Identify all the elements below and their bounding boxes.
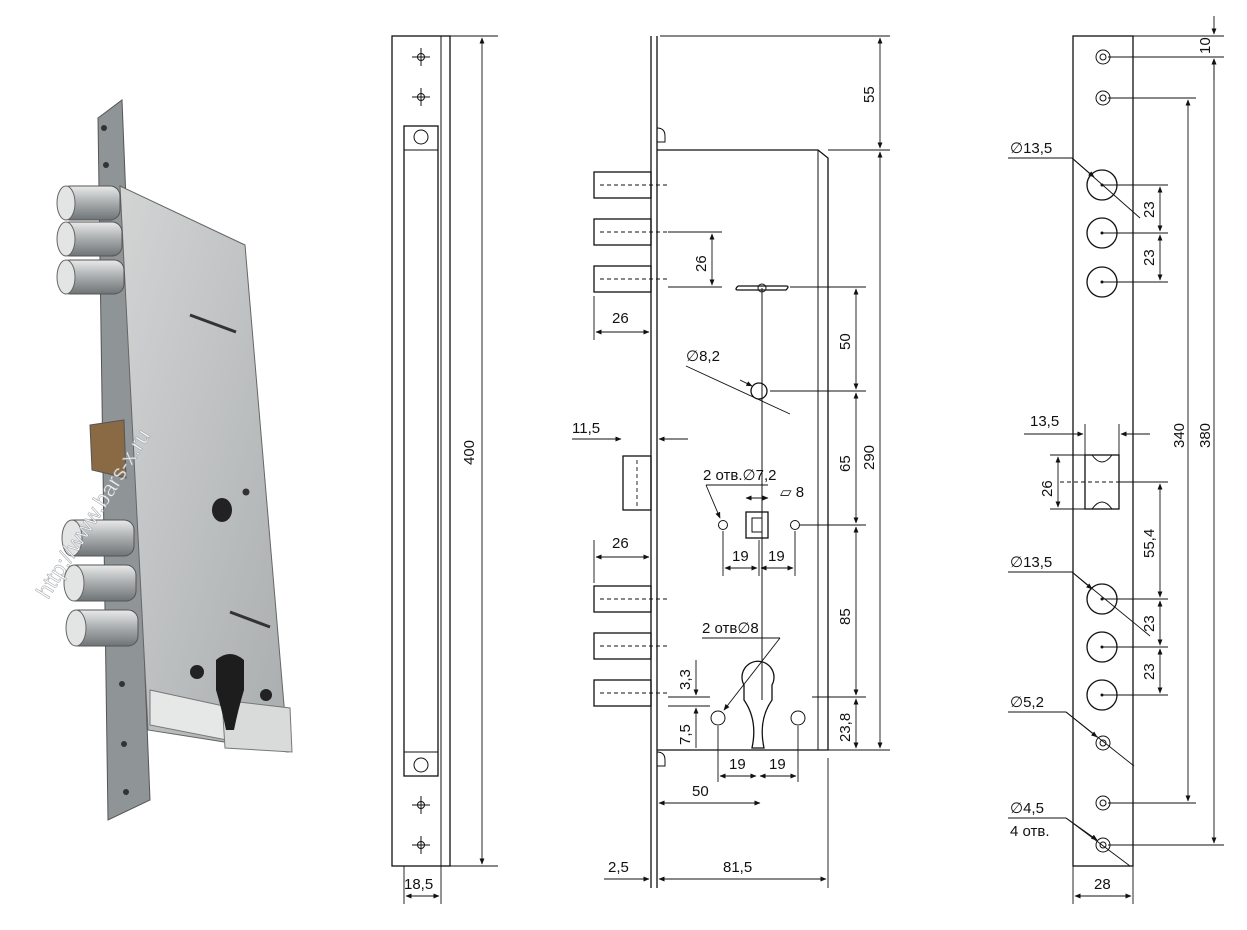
dim-55-4: 55,4 (1141, 529, 1158, 558)
square-8-label: ▱ 8 (780, 484, 804, 501)
holes-8-label: 2 отв∅8 (702, 620, 759, 637)
dim-3-3: 3,3 (677, 669, 694, 690)
bolts-lower (593, 585, 668, 707)
dim-50-bottom: 50 (692, 783, 709, 800)
dim-dia-8-2: ∅8,2 (686, 348, 720, 365)
front-height-label: 400 (461, 440, 478, 465)
dim-26-pitch: 26 (693, 255, 710, 272)
dim-23-d: 23 (1141, 663, 1158, 680)
dim-7-5: 7,5 (677, 724, 694, 745)
holes-4-label: 4 отв. (1010, 823, 1050, 840)
dim-65: 65 (837, 455, 854, 472)
dim-11-5: 11,5 (572, 420, 600, 437)
dim-dia-4-5: ∅4,5 (1010, 800, 1044, 817)
dim-23-a: 23 (1141, 201, 1158, 218)
dim-dia-13-5-top: ∅13,5 (1010, 140, 1052, 157)
dim-dia-13-5-bottom: ∅13,5 (1010, 554, 1052, 571)
front-width-label: 18,5 (404, 876, 433, 893)
front-view: 400 18,5 (391, 35, 498, 904)
holes-7-2-label: 2 отв.∅7,2 (703, 467, 776, 484)
dim-19-a: 19 (732, 548, 749, 565)
dim-19-c: 19 (729, 756, 746, 773)
dim-81-5: 81,5 (723, 859, 752, 876)
dim-2-5: 2,5 (608, 859, 629, 876)
dim-19-d: 19 (769, 756, 786, 773)
dim-340: 340 (1171, 423, 1188, 448)
dim-55: 55 (861, 86, 878, 103)
dim-23-c: 23 (1141, 615, 1158, 632)
faceplate-view: 10 380 340 23 23 ∅13,5 13,5 26 55,4 (1008, 16, 1224, 904)
dim-26-lower: 26 (612, 535, 629, 552)
dim-290: 290 (861, 445, 878, 470)
side-view: 55 290 26 26 50 65 85 23,8 ∅8,2 11,5 2 о… (572, 35, 890, 888)
bolts-upper (593, 171, 668, 293)
dim-380: 380 (1197, 423, 1214, 448)
dim-28: 28 (1094, 876, 1111, 893)
dim-23-8: 23,8 (837, 713, 854, 742)
lock-photo: http://www.bars-x.ru (31, 99, 293, 821)
dim-19-b: 19 (768, 548, 785, 565)
dim-50: 50 (837, 333, 854, 350)
dim-26-latch: 26 (1039, 480, 1056, 497)
dim-dia-5-2: ∅5,2 (1010, 694, 1044, 711)
dim-13-5-latch: 13,5 (1030, 413, 1059, 430)
dim-26-bolt: 26 (612, 310, 629, 327)
dim-23-b: 23 (1141, 249, 1158, 266)
dim-10: 10 (1197, 37, 1214, 54)
dim-85: 85 (837, 608, 854, 625)
